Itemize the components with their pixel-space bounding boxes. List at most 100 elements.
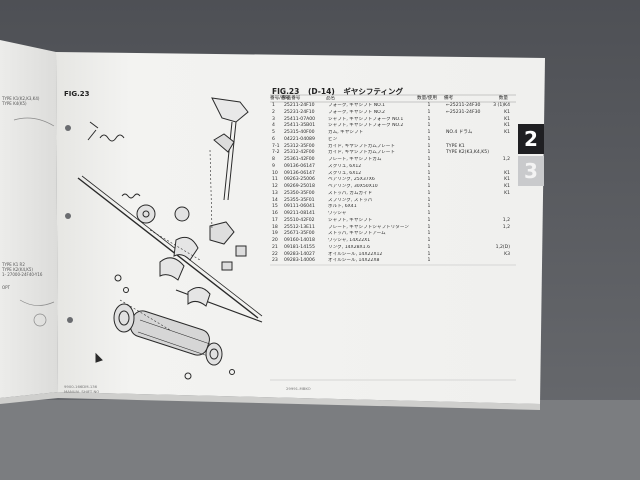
part-number: 09160-14018	[284, 238, 315, 243]
part-number: 25312-35F00	[284, 143, 315, 149]
part-name: フォーク, ギヤシフト NO.1	[328, 103, 385, 108]
part-remarks	[446, 252, 486, 259]
part-remarks	[446, 123, 486, 130]
part-qty2: K1	[504, 123, 510, 129]
header-qty2: 数量	[498, 96, 508, 101]
part-number: 09136-06147	[284, 163, 315, 169]
part-number: 09283-14027	[284, 251, 315, 257]
binding-hole	[65, 125, 71, 131]
part-qty2: K1	[504, 116, 510, 122]
header-name: 品名	[326, 96, 336, 101]
left-note: OPT	[2, 285, 11, 290]
part-qty2: K1	[504, 190, 510, 196]
section-tab-2[interactable]: 2	[518, 124, 544, 154]
part-number: 04221-04089	[284, 136, 315, 142]
part-qty: 1	[427, 190, 431, 196]
figure-title-code: (D-14)	[307, 87, 335, 96]
part-remarks	[446, 198, 486, 205]
part-number: 25355-35F01	[284, 197, 315, 203]
part-remarks	[446, 218, 486, 225]
part-name: ボルト, 6X41	[328, 204, 357, 210]
page-edge	[0, 392, 540, 410]
parts-diagram	[77, 97, 263, 380]
figure-label: FIG.23	[64, 90, 90, 98]
part-qty2: 1,2	[502, 224, 510, 230]
part-name: ガイド, ギヤシフトカムプレート	[328, 143, 395, 149]
part-qty: 1	[427, 157, 431, 162]
part-qty: 1	[427, 177, 431, 183]
part-qty2	[486, 198, 510, 205]
part-remarks	[446, 258, 486, 265]
part-qty: 1	[427, 109, 431, 115]
part-name: ピン	[328, 136, 338, 142]
part-qty2: K1	[504, 170, 510, 176]
part-remarks	[446, 245, 486, 252]
right-page	[56, 52, 545, 404]
footer-left-line: MANUAL SHIFT NO	[64, 389, 100, 394]
part-number: 25361-42F00	[284, 157, 315, 162]
part-remarks	[446, 164, 486, 171]
part-qty2: K1	[504, 177, 510, 183]
left-page-notes-bottom: TYPE K1 R2 TYPE K2(K4,K5) 1- 27000-24F40…	[2, 262, 42, 290]
part-ref-number: 7-2	[272, 150, 280, 156]
part-number: 09111-06041	[284, 204, 315, 210]
part-name: ワッシャ, 14X22X1	[328, 238, 371, 243]
figure-title: FIG.23 (D-14) ギヤシフティング	[272, 86, 409, 97]
part-qty: 1	[427, 130, 431, 135]
part-qty2: K1	[504, 109, 510, 115]
part-number: 25411-35B01	[284, 123, 316, 129]
part-qty: 1	[427, 204, 431, 210]
section-tabs: 2 3	[518, 124, 544, 186]
part-ref-number: 23	[272, 258, 278, 264]
left-note: TYPE K1(K2,K3,K4)	[2, 96, 40, 101]
part-name: カム, ギヤシフト	[328, 130, 364, 135]
part-ref-number: 7-1	[272, 143, 280, 149]
part-name: オイルシール, 14X22X8	[328, 258, 380, 264]
part-ref-number: 8	[272, 157, 275, 162]
part-name: ワッシャ	[328, 211, 347, 216]
part-number: 09269-25018	[284, 184, 315, 189]
part-ref-number: 4	[272, 123, 275, 129]
binding-hole	[65, 213, 71, 219]
part-number: 25350-35F00	[284, 190, 315, 196]
part-qty: 1	[427, 231, 431, 237]
part-remarks	[446, 231, 486, 238]
part-qty: 1	[427, 244, 431, 250]
part-number: 25315-40F00	[284, 130, 315, 135]
left-note: TYPE K2(K4,K5)	[2, 267, 33, 272]
figure-title-text: ギヤシフティング	[343, 87, 403, 96]
part-qty2	[486, 231, 510, 238]
left-page-diagram	[13, 117, 55, 327]
part-qty2: 1,2(D)	[495, 244, 510, 250]
part-name: プレート, ギヤシフトシャフトリターン	[328, 224, 409, 230]
part-qty: 1	[427, 197, 431, 203]
part-qty: 1	[427, 136, 431, 142]
part-ref-number: 1	[272, 103, 275, 108]
part-number: 09136-06147	[284, 170, 315, 176]
left-note: TYPE K1 R2	[2, 262, 25, 267]
section-tab-3[interactable]: 3	[518, 156, 544, 186]
part-number: 25510-42F02	[284, 217, 315, 223]
part-qty2	[486, 211, 510, 218]
footer-left: 9900-166DM-136 MANUAL SHIFT NO	[64, 384, 99, 394]
part-ref-number: 13	[272, 190, 278, 196]
part-qty2: 3 (1)K4	[493, 103, 510, 108]
part-name: ガイド, ギヤシフトカムプレート	[328, 150, 395, 156]
part-remarks	[446, 238, 486, 245]
part-qty2: K1	[504, 184, 510, 189]
part-number: 09283-14006	[284, 258, 315, 264]
part-remarks: ←25231-24F30	[446, 109, 481, 115]
part-ref-number: 16	[272, 211, 278, 216]
